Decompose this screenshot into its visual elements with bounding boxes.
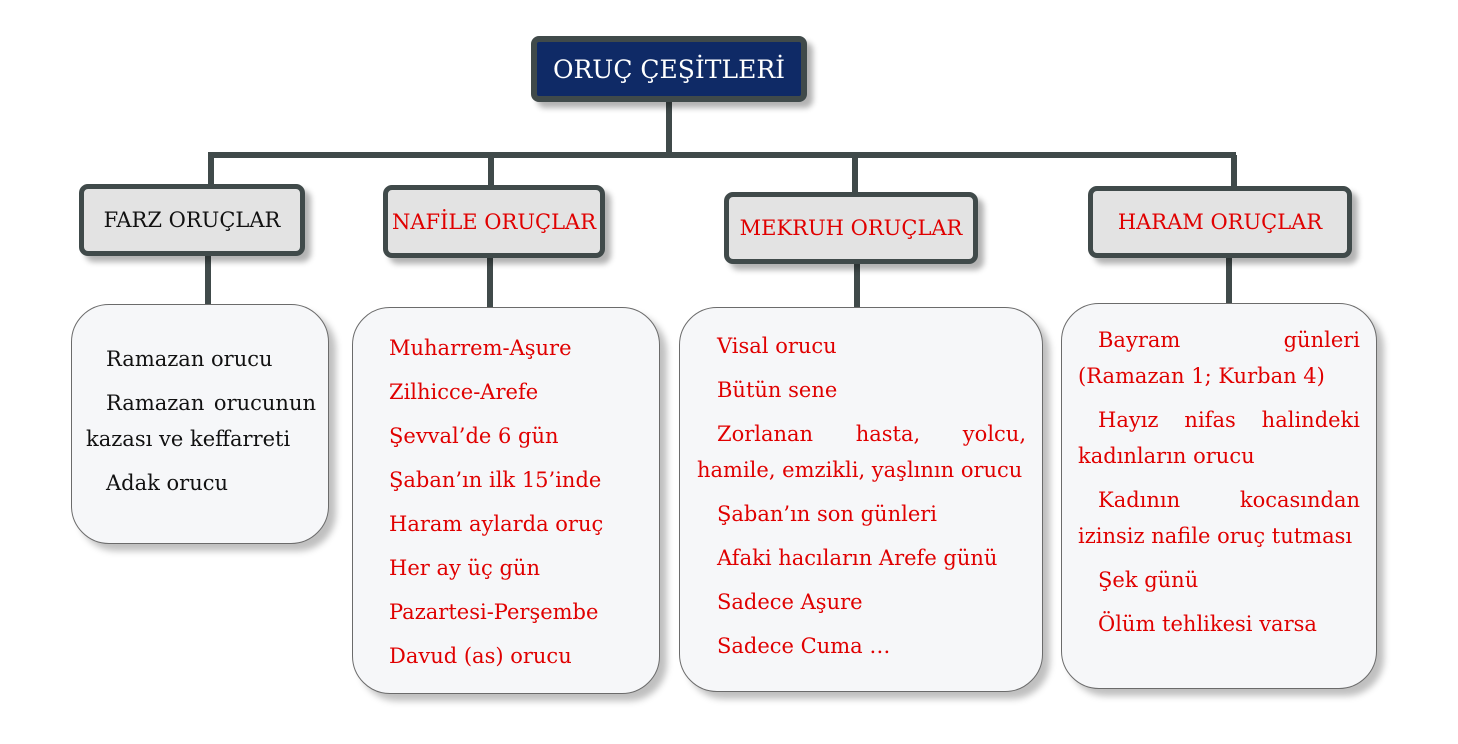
list-item: Bayram günleri (Ramazan 1; Kurban 4) [1078, 328, 1360, 388]
list-item: Hayız nifas halindeki kadınların orucu [1078, 408, 1360, 468]
list-nafile: Muharrem-Aşure Zilhicce-Arefe Şevval’de … [352, 307, 660, 694]
list-item: Haram aylarda oruç [389, 512, 604, 536]
list-item: Ramazan orucu [106, 347, 273, 371]
list-item: Muharrem-Aşure [389, 336, 572, 360]
list-item: Her ay üç gün [389, 556, 540, 580]
list-farz: Ramazan orucu Ramazan orucunun kazası ve… [71, 304, 329, 544]
list-item: Şevval’de 6 gün [389, 424, 559, 448]
list-item: Adak orucu [106, 471, 229, 495]
list-item: Afaki hacıların Arefe günü [717, 546, 998, 570]
list-item: Bütün sene [717, 378, 838, 402]
list-item: Sadece Cuma … [717, 634, 891, 658]
category-mekruh: MEKRUH ORUÇLAR [724, 192, 978, 264]
list-item: Davud (as) orucu [389, 644, 572, 668]
list-item: Kadının kocasından izinsiz nafile oruç t… [1078, 488, 1360, 548]
list-mekruh: Visal orucu Bütün sene Zorlanan hasta, y… [679, 307, 1043, 692]
list-item: Sadece Aşure [717, 590, 863, 614]
category-farz: FARZ ORUÇLAR [79, 184, 305, 256]
list-item: Ramazan orucunun kazası ve keffarreti [86, 391, 316, 451]
list-item: Zorlanan hasta, yolcu, hamile, emzikli, … [697, 422, 1026, 482]
list-item: Visal orucu [717, 334, 837, 358]
list-item: Şaban’ın son günleri [717, 502, 937, 526]
list-item: Şek günü [1098, 568, 1199, 592]
list-item: Zilhicce-Arefe [389, 380, 539, 404]
category-haram: HARAM ORUÇLAR [1088, 186, 1352, 258]
diagram-title: ORUÇ ÇEŞİTLERİ [531, 36, 807, 102]
list-item: Şaban’ın ilk 15’inde [389, 468, 602, 492]
list-haram: Bayram günleri (Ramazan 1; Kurban 4) Hay… [1061, 303, 1377, 689]
category-nafile: NAFİLE ORUÇLAR [383, 185, 605, 258]
list-item: Ölüm tehlikesi varsa [1098, 612, 1317, 636]
list-item: Pazartesi-Perşembe [389, 600, 599, 624]
